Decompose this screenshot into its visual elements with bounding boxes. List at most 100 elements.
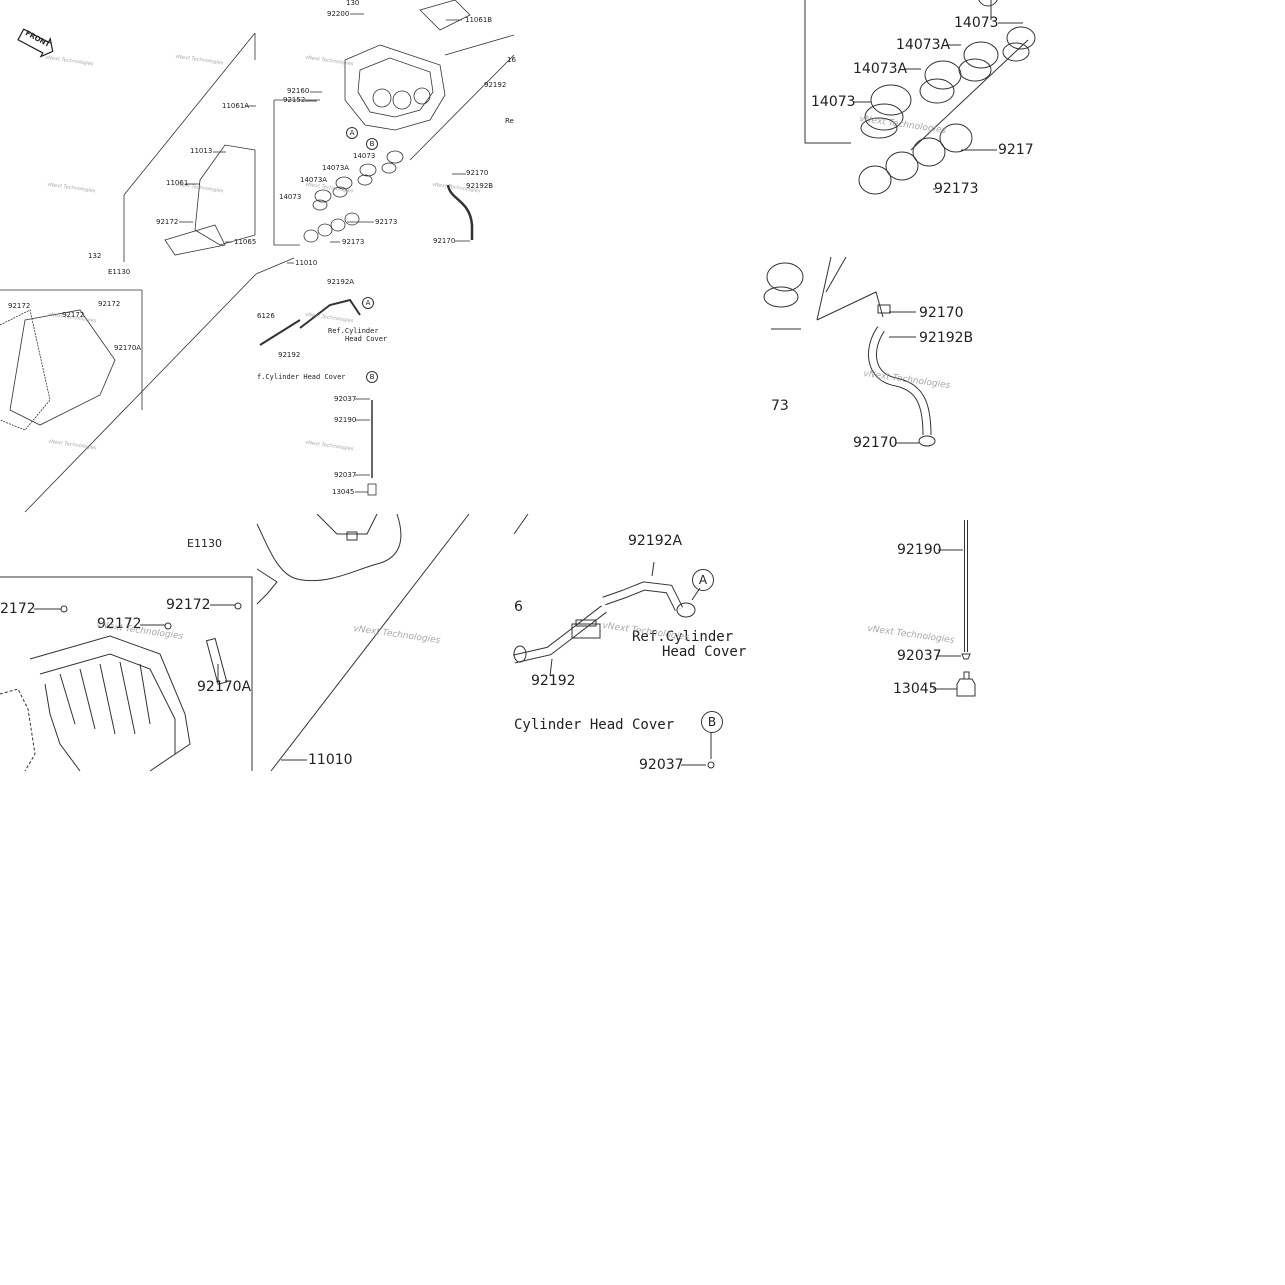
callout-a-overview: A <box>346 127 358 139</box>
breather-hose-zoom-tile: 92170 92192B 73 92170 vNext Technologies <box>763 256 1028 514</box>
callout-a-zoom: A <box>692 569 714 591</box>
breather-hose-drawing <box>763 256 936 447</box>
callout-b-zoom: B <box>701 711 723 733</box>
hose-92192A-drawing <box>512 513 715 769</box>
hose-clamp-icon-top <box>877 304 891 314</box>
lower-housing-zoom-tile: E1130 2172 92172 92172 92170A vNext Tech… <box>0 514 257 772</box>
part-label-92192-zoom: 92192 <box>531 673 576 689</box>
cut-label-6: 6 <box>514 599 523 615</box>
part-label-14073A-zoom-b: 14073A <box>853 61 908 77</box>
part-label-92200: 92200 <box>327 10 350 18</box>
part-label-14073-upper: 14073 <box>353 152 376 160</box>
part-label-92173-overview-a: 92173 <box>375 218 398 226</box>
part-label-11065: 11065 <box>234 238 257 246</box>
ref-label-cylinder-head-line2-zoom: Head Cover <box>662 644 747 660</box>
part-label-92172-zoom-center: 92172 <box>97 616 142 632</box>
funnel-clamp-drawing <box>804 0 1036 195</box>
ref-label-cylinder-head-cut-overview: f.Cylinder Head Cover <box>257 373 346 381</box>
part-label-14073A-lower: 14073A <box>300 176 328 184</box>
clip-icon-92037-b <box>961 653 971 660</box>
part-label-14073-lower: 14073 <box>279 193 302 201</box>
funnel-group-overview <box>312 150 404 211</box>
funnel-icon-2 <box>958 41 999 82</box>
part-label-92173-zoom: 92173 <box>934 181 979 197</box>
part-label-92192B-overview: 92192B <box>466 182 494 190</box>
callout-b-overview-lower: B <box>366 371 378 383</box>
lower-housing-drawing <box>0 576 253 772</box>
callout-a-overview-lower: A <box>362 297 374 309</box>
cut-label-2172: 2172 <box>0 601 36 617</box>
cut-label-132: 132 <box>88 252 102 260</box>
part-label-11061B: 11061B <box>465 16 493 24</box>
clamp-icon-2 <box>912 137 946 167</box>
part-label-92192-overview: 92192 <box>278 351 301 359</box>
part-label-92160: 92160 <box>287 87 310 95</box>
clamp-icon-3 <box>885 151 919 181</box>
hose-92192A-zoom-tile: 92192A A 6 Ref.Cylinder Head Cover 92192… <box>512 513 771 773</box>
part-label-92190-zoom: 92190 <box>897 542 942 558</box>
part-label-92170-zoom-top: 92170 <box>919 305 964 321</box>
clamp-icon-4 <box>858 165 892 195</box>
ref-label-cylinder-head-line1-overview: Ref.Cylinder <box>328 327 379 335</box>
part-label-92170-overview-bottom: 92170 <box>433 237 456 245</box>
part-label-92192-top: 92192 <box>484 81 507 89</box>
part-label-92172-zoom-right: 92172 <box>166 597 211 613</box>
part-label-14073-zoom-a: 14073 <box>954 15 999 31</box>
funnel-icon-3 <box>919 60 962 104</box>
part-label-92190-overview: 92190 <box>334 416 357 424</box>
front-arrow-icon <box>17 28 54 58</box>
part-label-92170A-overview: 92170A <box>114 344 142 352</box>
cut-label-16: 16 <box>507 56 516 64</box>
breather-tube-icon <box>205 637 228 685</box>
ref-label-cut-top-right: Re <box>505 117 514 125</box>
part-label-11061A: 11061A <box>222 102 250 110</box>
funnel-icon-1 <box>1002 26 1036 62</box>
overview-drawing <box>0 0 515 513</box>
drain-plug-icon <box>956 671 976 697</box>
part-label-92192A-zoom: 92192A <box>628 533 683 549</box>
part-label-14073A-zoom-a: 14073A <box>896 37 951 53</box>
part-label-92037-overview-b: 92037 <box>334 471 357 479</box>
part-label-92037-overview-a: 92037 <box>334 395 357 403</box>
housing-edge-zoom-tile: 11010 vNext Technologies <box>256 513 514 772</box>
part-label-92172-overview-a: 92172 <box>156 218 179 226</box>
part-label-92037-zoom-b: 92037 <box>897 648 942 664</box>
section-code-overview: E1130 <box>108 268 131 276</box>
part-label-92170-zoom-bottom: 92170 <box>853 435 898 451</box>
part-label-14073A-upper: 14073A <box>322 164 350 172</box>
drain-rod-drawing <box>933 520 976 697</box>
bolt-icon-center <box>164 622 172 630</box>
funnel-clamp-zoom-tile: 14073 14073A 14073A 14073 9217 92173 vNe… <box>771 0 1036 257</box>
breather-valve-icon <box>571 619 601 639</box>
part-label-92172-overview-b: 92172 <box>8 302 31 310</box>
part-label-13045-zoom: 13045 <box>893 681 938 697</box>
housing-edge-drawing <box>256 513 470 772</box>
funnel-icon-4 <box>860 84 912 139</box>
clamp-icon-1 <box>939 123 973 153</box>
cut-label-130: 130 <box>346 0 360 7</box>
part-label-14073-zoom-b: 14073 <box>811 94 856 110</box>
part-label-92152: 92152 <box>283 96 306 104</box>
part-label-92170A-zoom: 92170A <box>197 679 252 695</box>
part-label-92170-overview-top: 92170 <box>466 169 489 177</box>
cut-label-9217: 9217 <box>998 142 1034 158</box>
gasket-clip-icon <box>346 531 358 541</box>
part-label-92173-overview-b: 92173 <box>342 238 365 246</box>
part-label-92172-overview-c: 92172 <box>98 300 121 308</box>
callout-b-overview: B <box>366 138 378 150</box>
section-code-zoom: E1130 <box>187 537 222 550</box>
overview-diagram-tile: FRONT 130 92200 11061B 11061A 92160 9215… <box>0 0 516 514</box>
clamp-group-overview <box>303 212 360 243</box>
part-label-92192B-zoom: 92192B <box>919 330 974 346</box>
bolt-icon-left <box>60 605 68 613</box>
drain-rod-zoom-tile: 92190 92037 13045 vNext Technologies <box>771 514 1028 771</box>
cut-label-6126: 6126 <box>257 312 275 320</box>
part-label-92037-zoom-a: 92037 <box>639 757 684 773</box>
part-label-13045-overview: 13045 <box>332 488 355 496</box>
hose-clamp-icon-left <box>513 645 527 663</box>
clip-icon-92037 <box>707 761 715 769</box>
part-label-11010-zoom: 11010 <box>308 752 353 768</box>
ref-label-cylinder-head-line1-zoom: Ref.Cylinder <box>632 629 734 645</box>
hose-clamp-icon-bottom <box>918 435 936 447</box>
cut-label-73: 73 <box>771 398 789 414</box>
